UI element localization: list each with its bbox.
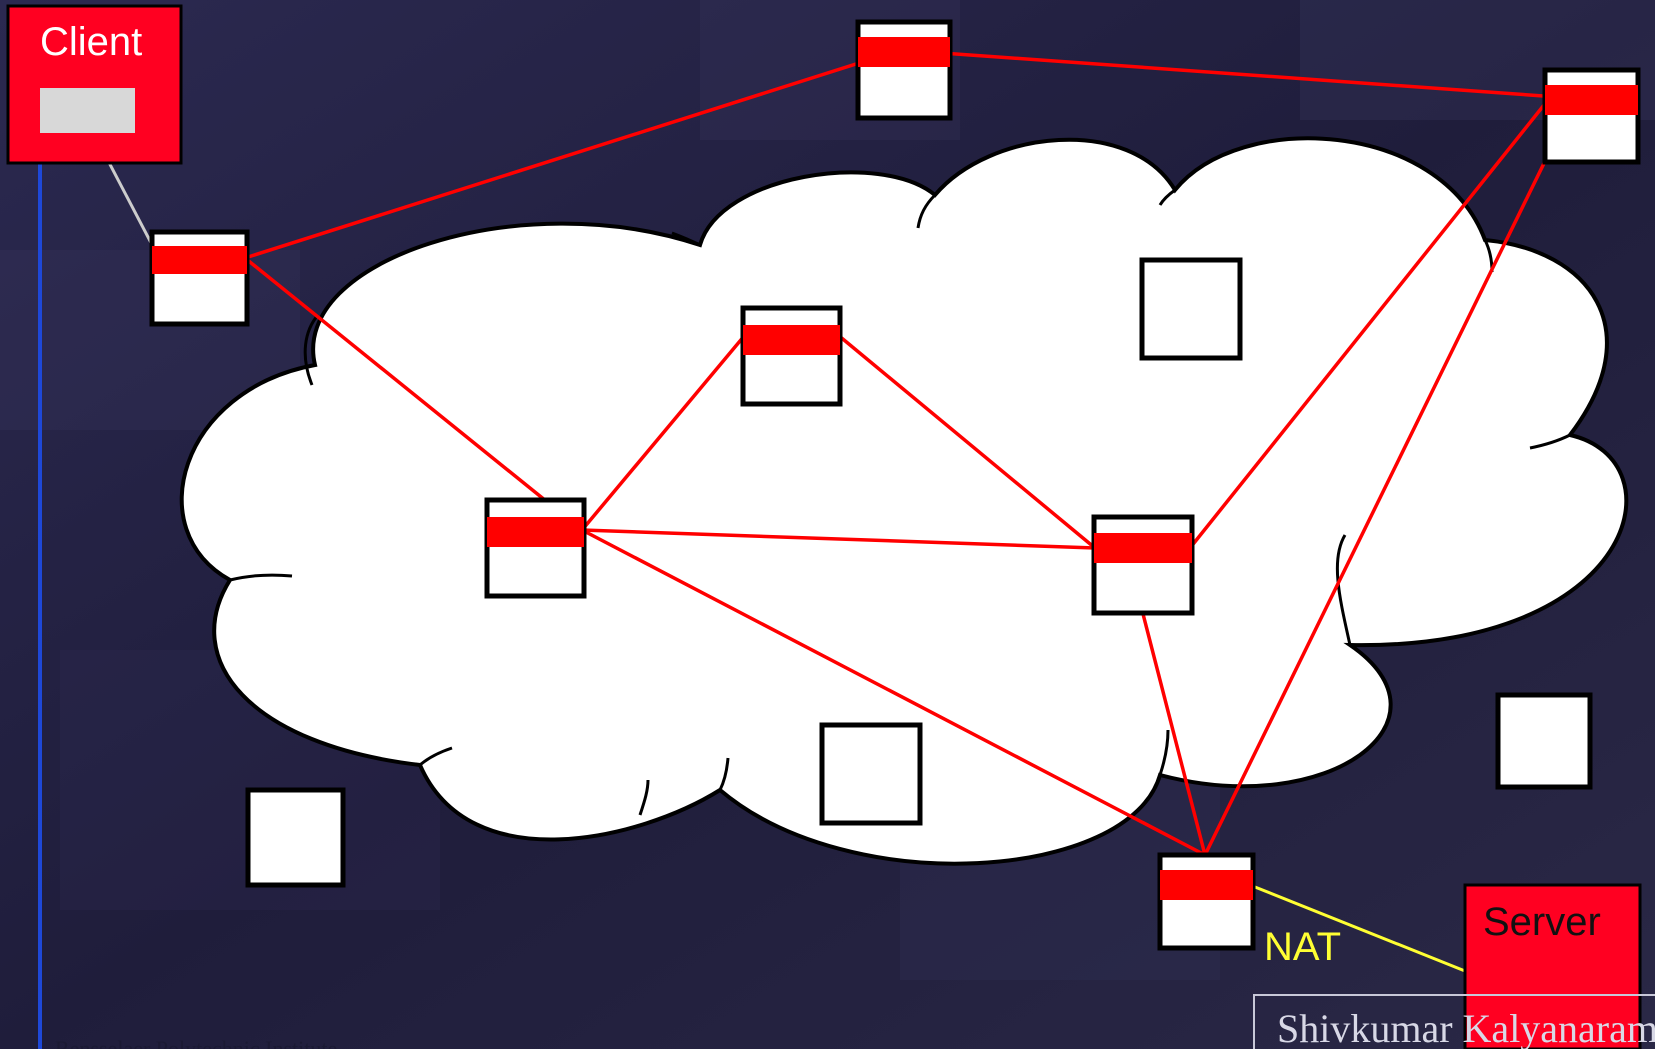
overlay-link [1140, 609, 1207, 856]
overlay-link [836, 333, 1097, 550]
server-host-icon [1463, 883, 1642, 1049]
nat-server-link [1249, 883, 1476, 977]
overlay-link [581, 528, 1096, 550]
overlay-link [581, 528, 1206, 857]
plain-node-icon [1495, 692, 1593, 790]
footer-author: Shivkumar Kalyanaraman [1253, 994, 1655, 1049]
overlay-link [899, 48, 1601, 102]
overlay-link [243, 256, 584, 532]
nat-router-node-icon [1157, 852, 1256, 951]
router-node-icon [484, 497, 587, 599]
overlay-paths [243, 48, 1601, 857]
plain-node-icon [1139, 257, 1243, 361]
plain-node-icon [245, 787, 346, 888]
router-node-icon [1091, 514, 1195, 616]
overlay-link [1188, 98, 1550, 550]
footer-institution: Rensselaer Polytechnic Institute [55, 1036, 338, 1049]
internet-cloud [179, 136, 1629, 866]
plain-node-icon [819, 722, 923, 826]
router-node-icon [149, 229, 250, 327]
overlay-link [244, 48, 901, 260]
client-host-icon [6, 4, 183, 165]
overlay-link [580, 333, 747, 532]
client-label: Client [40, 20, 143, 64]
server-label: Server [1483, 900, 1601, 944]
router-node-icon [1542, 67, 1641, 165]
overlay-link [1203, 99, 1577, 856]
router-node-icon [740, 305, 843, 407]
router-node-icon [855, 19, 953, 121]
nat-label: NAT [1264, 925, 1342, 969]
